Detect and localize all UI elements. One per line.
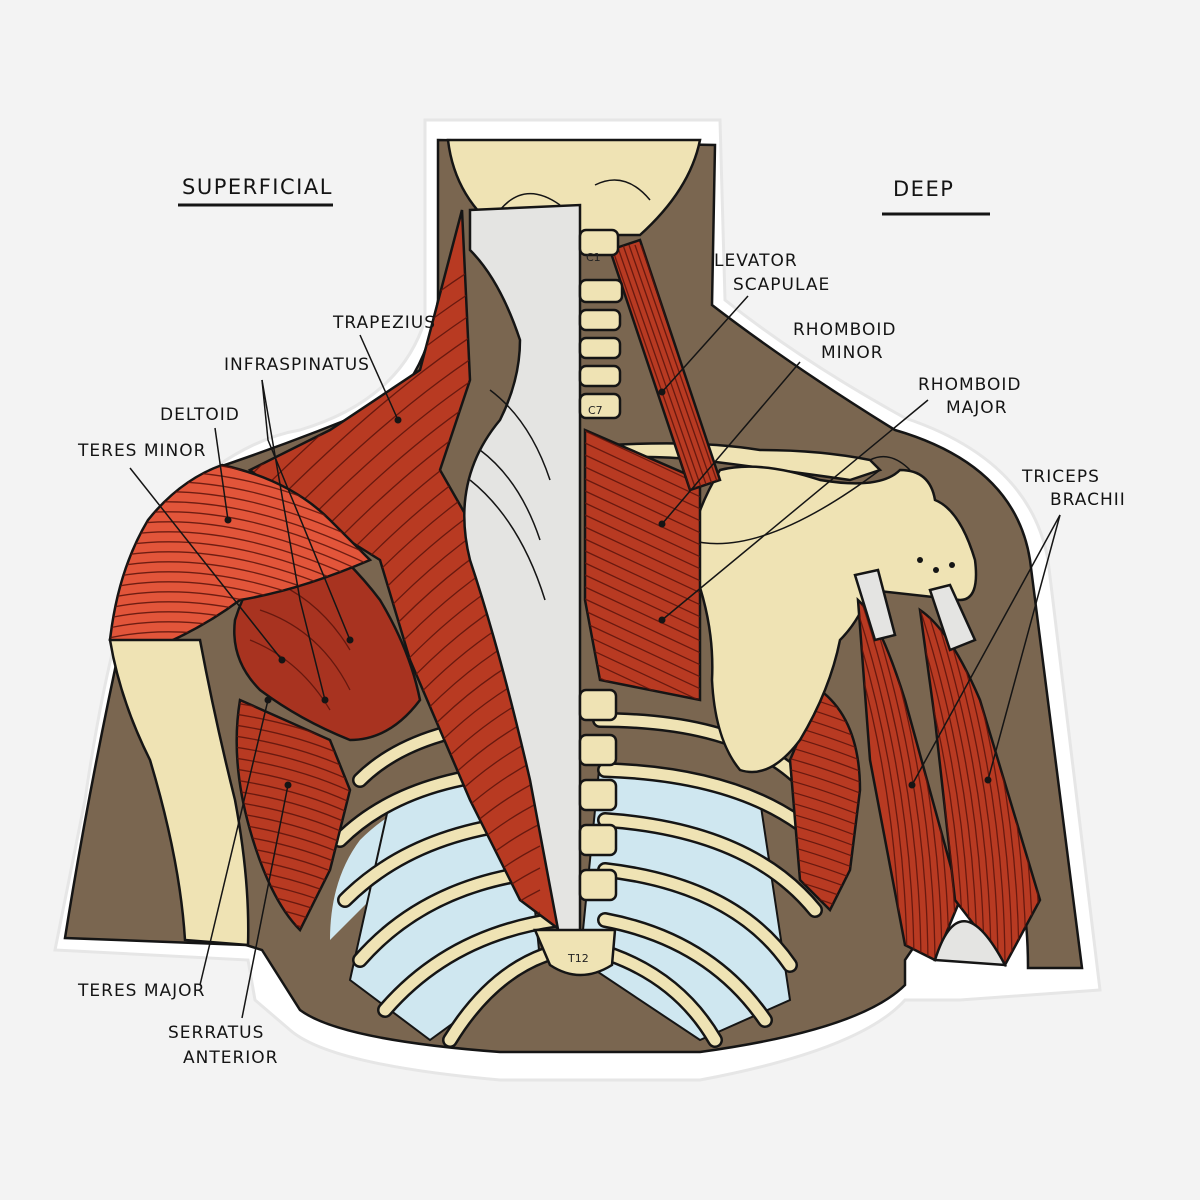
label-rhomboid-minor-2: Minor: [821, 343, 884, 363]
label-levator-1: Levator: [714, 251, 798, 271]
label-infraspinatus: Infraspinatus: [224, 355, 370, 375]
vertebra-c7-label: C7: [588, 404, 603, 417]
superficial-heading: SUPERFICIAl: [182, 175, 333, 199]
vertebral-column: [533, 228, 624, 977]
humerus-bone-left: [108, 638, 250, 947]
label-triceps-2: Brachii: [1050, 490, 1126, 510]
leader-lines: [129, 295, 1061, 1019]
label-rhomboid-major-1: Rhomboid: [918, 375, 1022, 395]
label-trapezius: Trapezius: [332, 313, 436, 333]
label-deltoid: Deltoid: [160, 405, 240, 425]
label-teres-major: Teres major: [77, 981, 205, 1001]
label-serratus-2: Anterior: [183, 1048, 279, 1068]
label-rhomboid-minor-1: Rhomboid: [793, 320, 897, 340]
vertebra-t12-label: T12: [567, 952, 589, 965]
label-triceps-1: Triceps: [1021, 467, 1100, 487]
label-rhomboid-major-2: Major: [946, 398, 1008, 418]
vertebra-c1-label: C1: [586, 251, 601, 264]
spinal-aponeurosis: [463, 203, 582, 942]
label-serratus-1: Serratus: [168, 1023, 264, 1043]
deep-heading: Deep: [893, 177, 954, 201]
label-teres-minor: Teres minor: [77, 441, 206, 461]
label-levator-2: Scapulae: [733, 275, 830, 295]
